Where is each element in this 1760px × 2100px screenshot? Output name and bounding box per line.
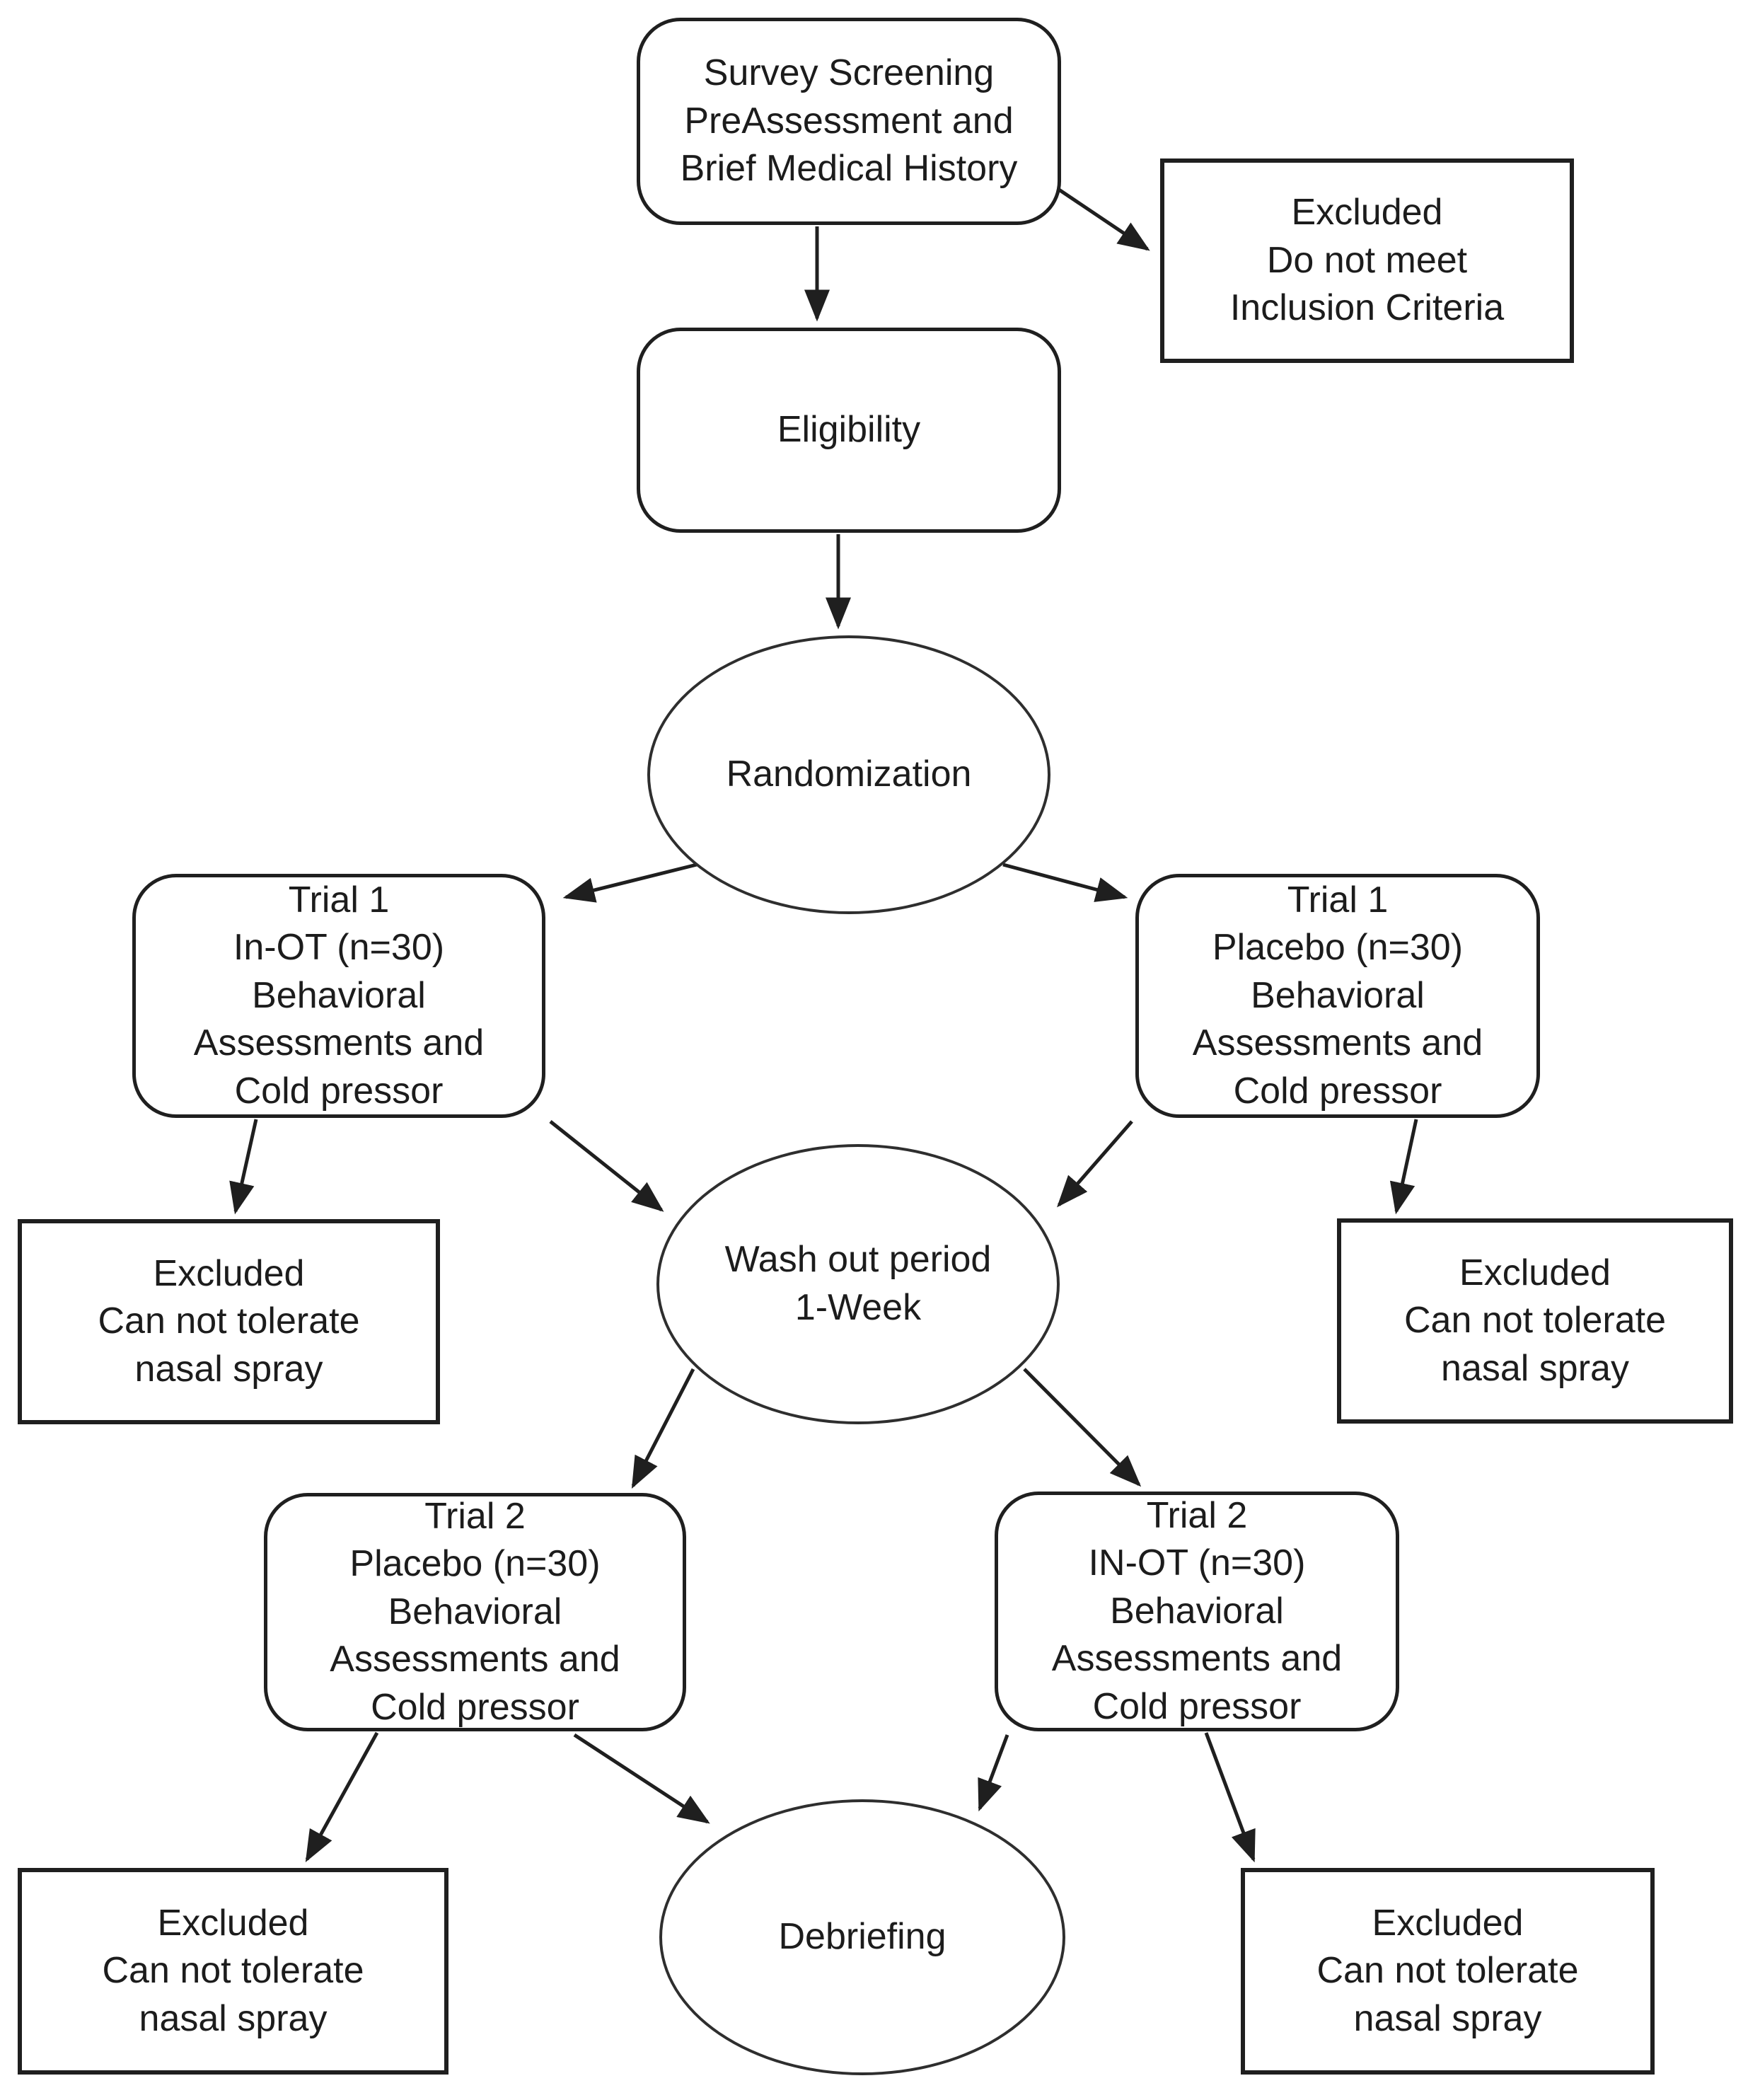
node-eligibility-label: Eligibility xyxy=(777,409,921,451)
node-washout-period: Wash out period 1-Week xyxy=(656,1144,1060,1424)
node-excluded-bottom-right: Excluded Can not tolerate nasal spray xyxy=(1241,1868,1655,2075)
node-trial2-in-ot-label: Trial 2 IN-OT (n=30) Behavioral Assessme… xyxy=(1051,1494,1343,1727)
node-washout-period-label: Wash out period 1-Week xyxy=(724,1239,992,1328)
node-trial1-placebo: Trial 1 Placebo (n=30) Behavioral Assess… xyxy=(1135,874,1540,1118)
node-trial2-placebo-label: Trial 2 Placebo (n=30) Behavioral Assess… xyxy=(330,1495,620,1728)
arrow-randomization-to-trial1-inot xyxy=(562,862,697,903)
arrow-trial1-inot-to-excluded-mid-left xyxy=(229,1119,258,1215)
arrow-randomization-to-trial1-placebo xyxy=(1002,862,1128,902)
node-excluded-mid-left-label: Excluded Can not tolerate nasal spray xyxy=(98,1252,360,1390)
node-excluded-mid-right-label: Excluded Can not tolerate nasal spray xyxy=(1403,1252,1667,1389)
node-excluded-bottom-left: Excluded Can not tolerate nasal spray xyxy=(18,1868,448,2075)
node-survey-screening-label: Survey Screening PreAssessment and Brief… xyxy=(680,52,1018,190)
arrow-screening-to-excluded-inclusion xyxy=(1058,188,1150,251)
node-debriefing: Debriefing xyxy=(659,1799,1065,2075)
arrow-trial1-inot-to-washout xyxy=(549,1120,664,1212)
node-trial1-in-ot: Trial 1 In-OT (n=30) Behavioral Assessme… xyxy=(132,874,545,1118)
node-debriefing-label: Debriefing xyxy=(778,1916,946,1958)
arrow-trial1-placebo-to-washout xyxy=(1057,1120,1133,1208)
node-survey-screening: Survey Screening PreAssessment and Brief… xyxy=(637,18,1061,225)
node-excluded-inclusion-criteria-label: Excluded Do not meet Inclusion Criteria xyxy=(1229,192,1505,329)
arrow-washout-to-trial2-placebo xyxy=(631,1368,695,1489)
arrow-trial1-placebo-to-excluded-mid-right xyxy=(1389,1119,1418,1215)
arrow-trial2-inot-to-excluded-bottom-right xyxy=(1204,1732,1256,1863)
node-excluded-mid-right: Excluded Can not tolerate nasal spray xyxy=(1337,1218,1733,1424)
node-excluded-inclusion-criteria: Excluded Do not meet Inclusion Criteria xyxy=(1160,158,1574,363)
arrow-washout-to-trial2-inot xyxy=(1023,1368,1142,1487)
arrow-trial2-inot-to-debriefing xyxy=(978,1734,1009,1812)
node-eligibility: Eligibility xyxy=(637,328,1061,533)
arrow-trial2-placebo-to-excluded-bottom-left xyxy=(305,1731,379,1862)
node-excluded-bottom-right-label: Excluded Can not tolerate nasal spray xyxy=(1316,1902,1579,2039)
node-randomization: Randomization xyxy=(647,635,1050,914)
node-trial2-in-ot: Trial 2 IN-OT (n=30) Behavioral Assessme… xyxy=(995,1492,1399,1731)
node-excluded-mid-left: Excluded Can not tolerate nasal spray xyxy=(18,1219,440,1424)
node-excluded-bottom-left-label: Excluded Can not tolerate nasal spray xyxy=(102,1902,364,2039)
node-trial1-in-ot-label: Trial 1 In-OT (n=30) Behavioral Assessme… xyxy=(193,879,485,1112)
node-trial1-placebo-label: Trial 1 Placebo (n=30) Behavioral Assess… xyxy=(1192,879,1483,1112)
node-trial2-placebo: Trial 2 Placebo (n=30) Behavioral Assess… xyxy=(264,1493,686,1731)
node-randomization-label: Randomization xyxy=(726,754,972,795)
arrow-trial2-placebo-to-debriefing xyxy=(573,1733,710,1824)
